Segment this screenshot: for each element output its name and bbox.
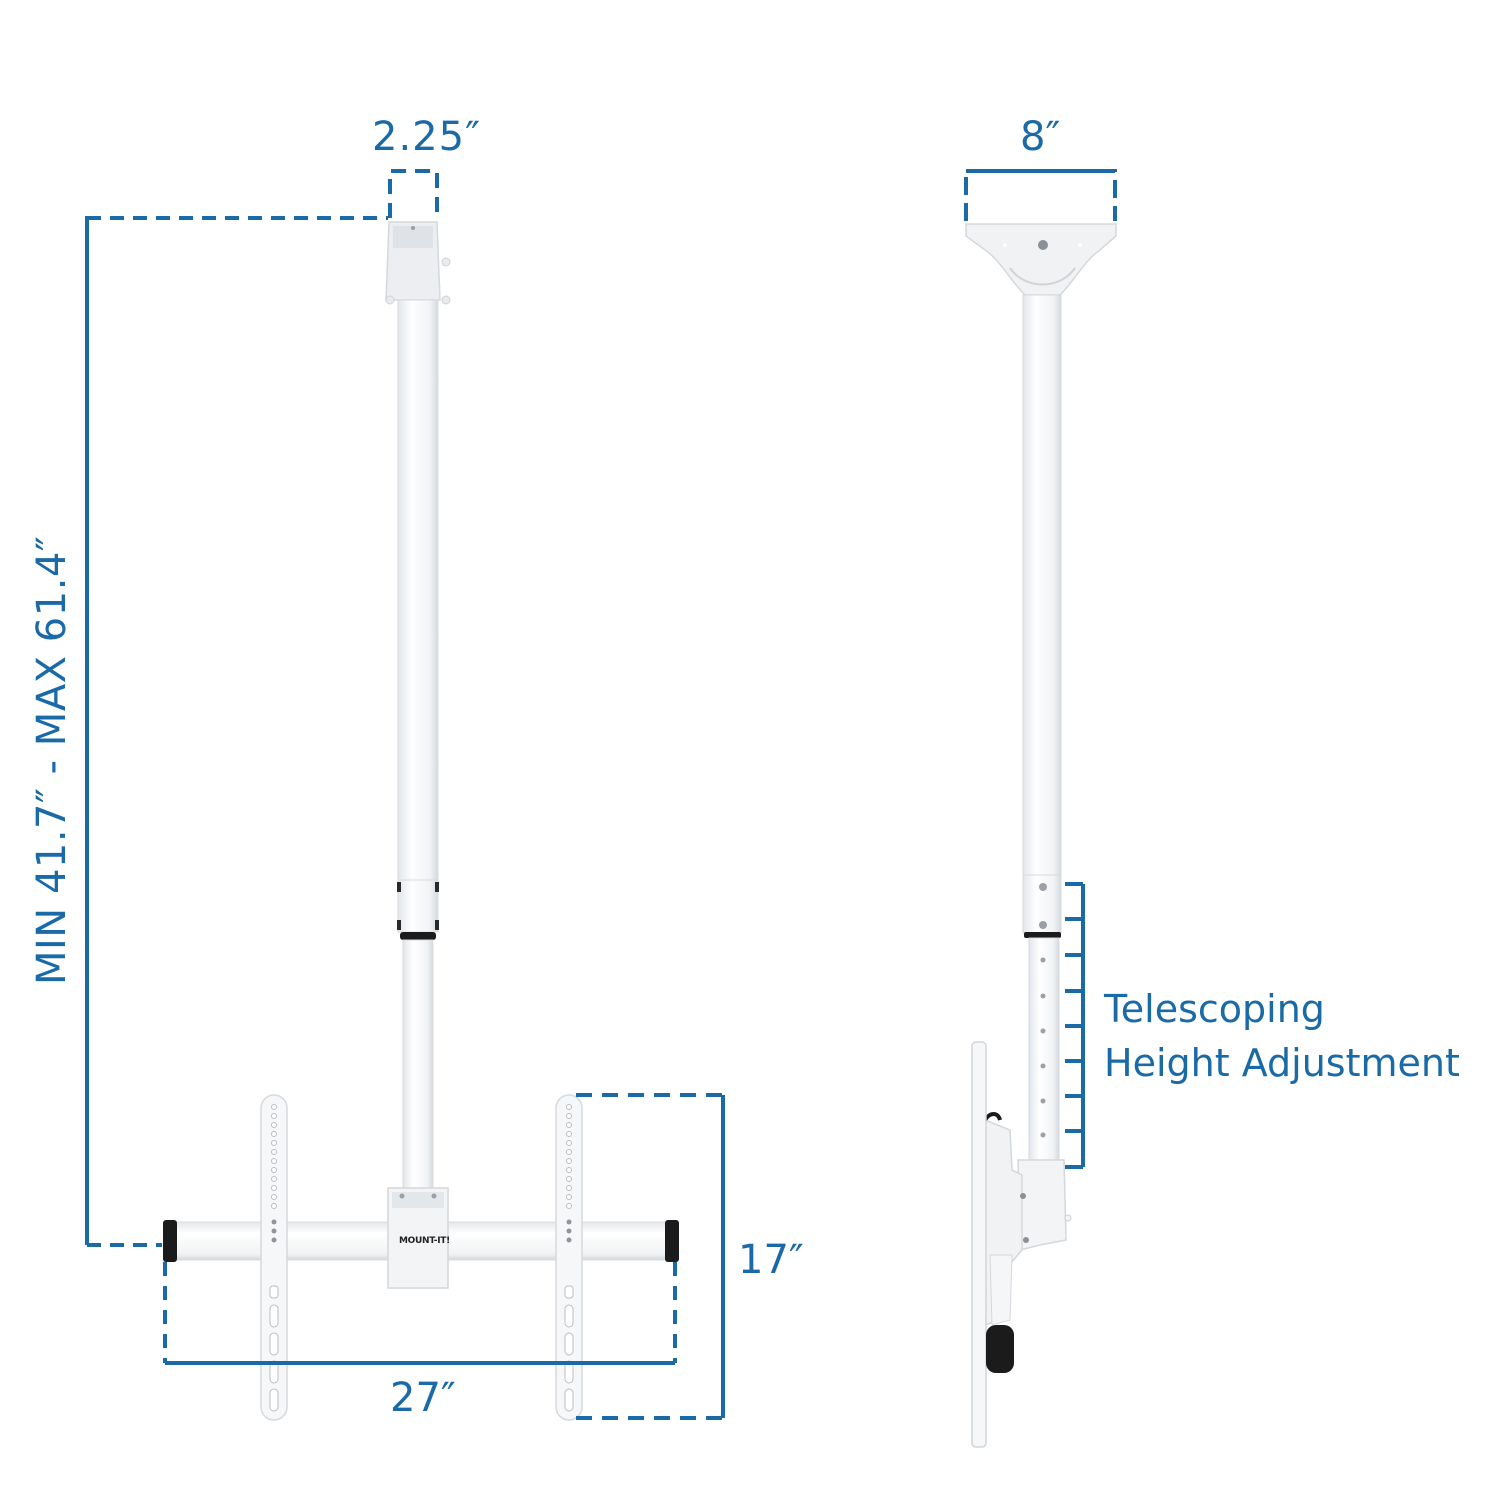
left-vesa-bracket [260,1094,288,1421]
front-lower-pole [402,939,434,1191]
front-ceiling-bracket [385,221,451,305]
front-center-clamp [387,1187,449,1289]
telescoping-label: Telescoping Height Adjustment [1104,982,1460,1090]
side-dimension-lines [964,169,1117,1169]
side-upper-pole [1022,294,1062,876]
side-lower-pole [1028,937,1060,1179]
arm-width-label: 27″ [390,1375,456,1421]
left-end-cap-icon [163,1220,177,1262]
telescoping-label-line1: Telescoping [1104,987,1325,1031]
ceiling-plate-width-label: 8″ [1020,114,1061,160]
side-knob-icon [986,1325,1014,1373]
side-tilt-head [978,1112,1072,1327]
top-plate-width-label: 2.25″ [372,114,482,160]
telescoping-label-line2: Height Adjustment [1104,1041,1460,1085]
brand-logo: MOUNT-IT! [399,1236,450,1246]
side-collar-ring [1024,932,1061,938]
front-telescoping-collar [397,879,439,940]
front-upper-pole [397,299,439,883]
front-view-mount [163,221,679,1421]
side-view-mount [965,223,1117,1448]
front-dimension-lines [85,169,725,1420]
bracket-height-label: 17″ [738,1237,804,1283]
side-tv-plate [971,1041,987,1448]
right-vesa-bracket [555,1094,583,1421]
height-range-label: MIN 41.7″ - MAX 61.4″ [29,535,75,985]
right-end-cap-icon [665,1220,679,1262]
side-ceiling-plate [965,223,1117,296]
